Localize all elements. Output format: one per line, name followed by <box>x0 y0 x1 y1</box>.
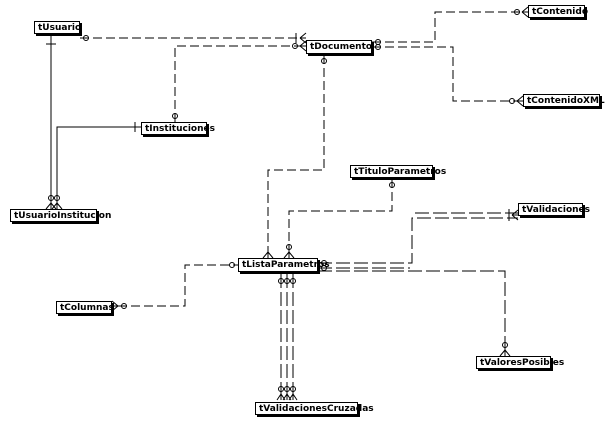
entity-tusuarioinstitucion[interactable]: tUsuarioInstitucion <box>10 209 111 222</box>
entity-tvaloresposibles[interactable]: tValoresPosibles <box>476 356 564 369</box>
entity-label: tUsuario <box>38 23 82 33</box>
entity-label: tDocumento <box>310 42 373 52</box>
entity-label: tUsuarioInstitucion <box>14 211 112 221</box>
entity-label: tInstituciones <box>145 124 215 134</box>
rel-lista-parametros-valores-posibles <box>318 267 506 356</box>
entity-label: tColumnas <box>60 303 114 313</box>
rel-documento-lista-parametros <box>267 55 325 258</box>
entity-label: tContenidoXML <box>527 96 605 106</box>
rel-lista-parametros-validaciones <box>318 212 518 264</box>
optional-marker <box>83 35 395 309</box>
entity-tvalidacionescruzadas[interactable]: tValidacionesCruzadas <box>255 402 374 415</box>
rel-columnas-lista-parametros <box>118 264 238 307</box>
one-marker <box>46 43 136 132</box>
rel-titulo-parametros-lista-parametros <box>288 179 393 258</box>
rel-instituciones-documento <box>174 45 306 122</box>
rel-instituciones-usuario-institucion <box>56 126 141 209</box>
rel-documento-contenido <box>372 11 528 43</box>
crowfoot-marker <box>292 32 307 52</box>
entity-label: tListaParametros <box>242 260 330 270</box>
entity-ttituloparametros[interactable]: tTituloParametros <box>350 165 446 178</box>
entity-label: tValidacionesCruzadas <box>259 404 374 414</box>
entity-tvalidaciones[interactable]: tValidaciones <box>518 203 590 216</box>
entity-label: tValidaciones <box>522 205 591 215</box>
entity-tcontenido[interactable]: tContenido <box>528 5 589 18</box>
entity-tlistaparametros[interactable]: tListaParametros <box>238 258 330 272</box>
rel-lista-parametros-validaciones-cruzadas <box>280 274 294 400</box>
crowfoot-marker <box>45 6 529 401</box>
entity-label: tTituloParametros <box>354 167 447 177</box>
entity-tcolumnas[interactable]: tColumnas <box>56 301 114 314</box>
entity-tusuario[interactable]: tUsuario <box>34 21 82 34</box>
entity-tdocumento[interactable]: tDocumento <box>306 40 372 54</box>
entity-label: tContenido <box>532 7 589 17</box>
entity-tinstituciones[interactable]: tInstituciones <box>141 122 215 135</box>
entity-tcontenidoxml[interactable]: tContenidoXML <box>523 94 605 107</box>
rel-documento-contenido-xml <box>372 46 523 102</box>
entity-label: tValoresPosibles <box>480 358 565 368</box>
